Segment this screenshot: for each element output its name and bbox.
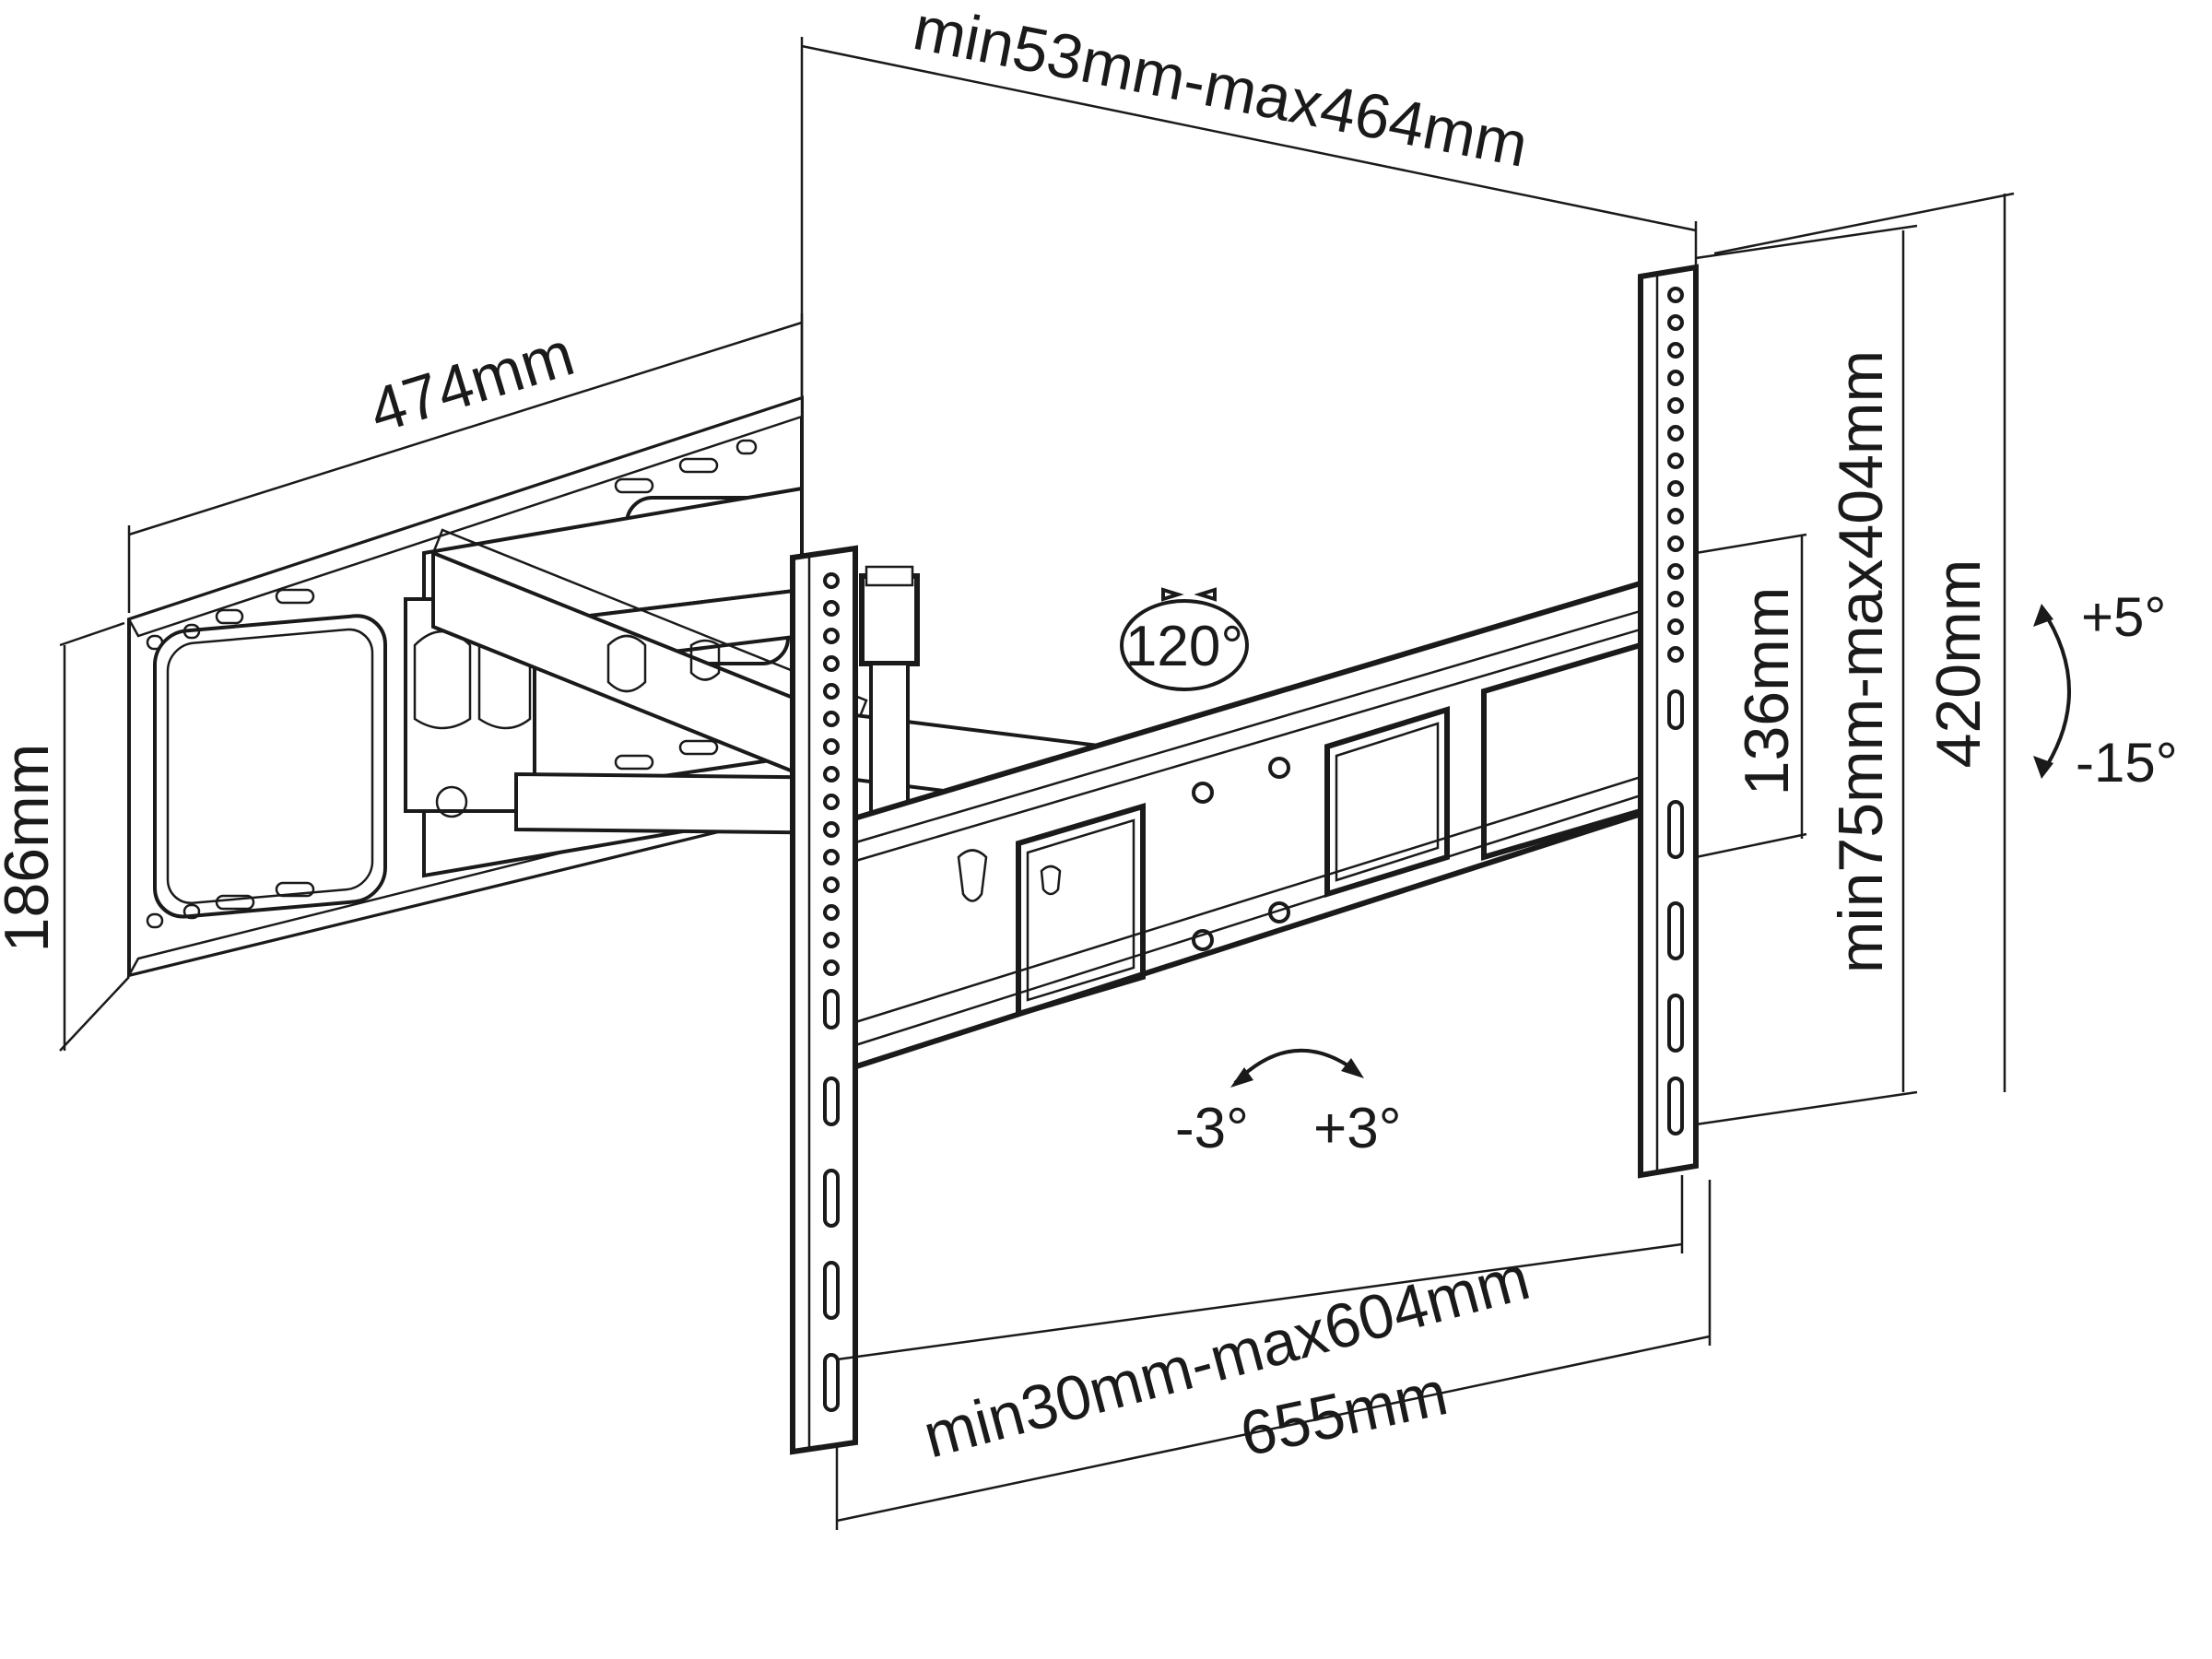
level-right-label: +3° (1313, 1097, 1401, 1160)
dimension-lines (59, 37, 2015, 1530)
rail-height-label: 420mm (1924, 559, 1994, 769)
wall-plate-height-label: 186mm (0, 744, 62, 953)
right-vertical-rail (1638, 264, 1699, 1179)
extension-range-label: min53mm-max464mm (908, 0, 1533, 181)
tilt-angle-indicator: +5° -15° (2033, 586, 2178, 794)
swivel-angle-label: 120° (1125, 615, 1243, 678)
swivel-angle-indicator: 120° (1120, 587, 1249, 691)
crossbar-height-label: 136mm (1732, 587, 1802, 796)
vesa-width-range-label: min30mm-max604mm (916, 1242, 1536, 1471)
level-angle-indicator: -3° +3° (1175, 1048, 1401, 1160)
tv-crossbar (845, 576, 1653, 1074)
tilt-down-label: -15° (2076, 732, 2178, 794)
vesa-height-range-label: min75mm-max404mm (1826, 350, 1896, 973)
left-vertical-rail (790, 545, 858, 1455)
tilt-up-label: +5° (2081, 586, 2166, 648)
level-left-label: -3° (1175, 1097, 1249, 1160)
